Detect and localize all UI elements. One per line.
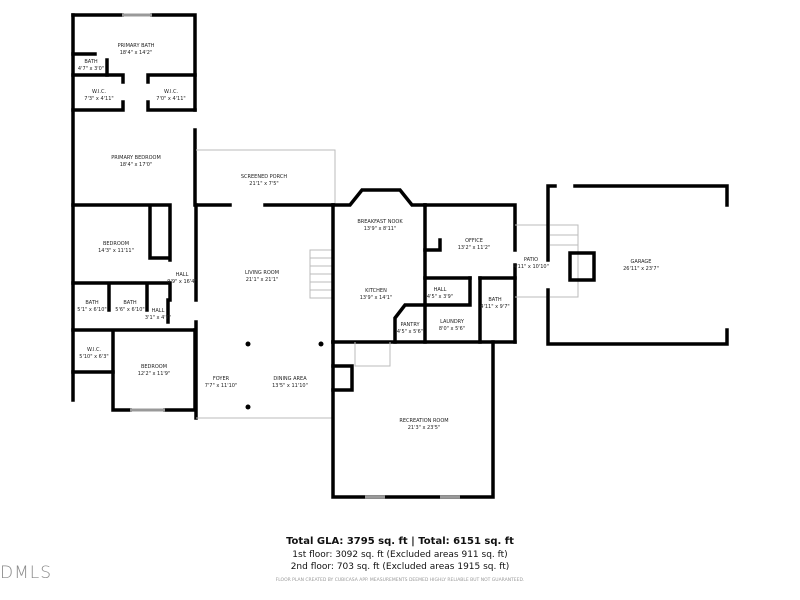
svg-text:HALL: HALL [434,287,447,293]
svg-text:13'5" x 11'10": 13'5" x 11'10" [272,383,308,389]
svg-text:BEDROOM: BEDROOM [141,364,167,370]
svg-text:7'3" x 4'11": 7'3" x 4'11" [84,96,113,102]
svg-text:12'2" x 11'9": 12'2" x 11'9" [138,371,171,377]
svg-text:PATIO: PATIO [524,257,538,263]
svg-text:BATH: BATH [488,297,502,303]
svg-text:3'1" x 4'7": 3'1" x 4'7" [145,315,171,321]
svg-text:4'5" x 3'9": 4'5" x 3'9" [427,294,453,300]
svg-text:7'0" x 4'11": 7'0" x 4'11" [156,96,185,102]
svg-text:4'11" x 9'7": 4'11" x 9'7" [480,304,509,310]
svg-text:W.I.C.: W.I.C. [164,89,179,95]
disclaimer: FLOOR PLAN CREATED BY CUBICASA APP. MEAS… [275,578,525,583]
room-wic-left: W.I.C.7'3" x 4'11" [84,89,113,102]
svg-text:PRIMARY BATH: PRIMARY BATH [118,43,155,49]
svg-text:5'1" x 6'10": 5'1" x 6'10" [77,307,106,313]
svg-text:FOYER: FOYER [213,376,230,382]
dmls-logo: DMLS [0,563,53,583]
svg-text:RECREATION ROOM: RECREATION ROOM [399,418,448,424]
svg-text:7'7" x 11'10": 7'7" x 11'10" [205,383,238,389]
room-wic-bedroom: W.I.C.5'10" x 6'3" [79,347,108,360]
room-wic-right: W.I.C.7'0" x 4'11" [156,89,185,102]
svg-text:21'1" x 7'5": 21'1" x 7'5" [249,181,278,187]
svg-text:9'9" x 16'4": 9'9" x 16'4" [167,279,196,285]
svg-text:13'2" x 11'2": 13'2" x 11'2" [458,245,491,251]
svg-text:14'3" x 11'11": 14'3" x 11'11" [98,248,134,254]
svg-text:8'0" x 5'6": 8'0" x 5'6" [439,326,465,332]
total-area: Total GLA: 3795 sq. ft | Total: 6151 sq.… [286,536,514,547]
svg-text:KITCHEN: KITCHEN [365,288,387,294]
svg-text:26'11" x 23'7": 26'11" x 23'7" [623,266,659,272]
svg-text:BEDROOM: BEDROOM [103,241,129,247]
svg-text:LAUNDRY: LAUNDRY [440,319,465,325]
svg-text:PRIMARY BEDROOM: PRIMARY BEDROOM [111,155,161,161]
svg-text:PANTRY: PANTRY [400,322,420,328]
svg-text:W.I.C.: W.I.C. [92,89,107,95]
svg-text:4'11" x 10'10": 4'11" x 10'10" [513,264,549,270]
svg-text:LIVING ROOM: LIVING ROOM [245,270,279,276]
svg-text:GARAGE: GARAGE [631,259,652,265]
svg-text:4'5" x 5'6": 4'5" x 5'6" [397,329,423,335]
svg-text:BREAKFAST NOOK: BREAKFAST NOOK [357,219,403,225]
second-floor-area: 2nd floor: 703 sq. ft (Excluded areas 19… [290,562,510,572]
first-floor-area: 1st floor: 3092 sq. ft (Excluded areas 9… [292,550,508,560]
svg-text:OFFICE: OFFICE [465,238,483,244]
svg-text:HALL: HALL [152,308,165,314]
svg-text:5'6" x 6'10": 5'6" x 6'10" [115,307,144,313]
svg-text:21'1" x 21'1": 21'1" x 21'1" [246,277,279,283]
svg-text:13'9" x 14'1": 13'9" x 14'1" [360,295,393,301]
svg-text:18'4" x 14'2": 18'4" x 14'2" [120,50,153,56]
svg-text:BATH: BATH [84,59,98,65]
svg-text:21'3" x 23'5": 21'3" x 23'5" [408,425,441,431]
svg-text:HALL: HALL [176,272,189,278]
svg-text:W.I.C.: W.I.C. [87,347,102,353]
svg-text:18'4" x 17'0": 18'4" x 17'0" [120,162,153,168]
walls [71,13,729,499]
svg-text:5'10" x 6'3": 5'10" x 6'3" [79,354,108,360]
svg-text:13'9" x 8'11": 13'9" x 8'11" [364,226,397,232]
svg-text:BATH: BATH [85,300,99,306]
svg-text:DINING AREA: DINING AREA [273,376,307,382]
svg-text:4'7" x 3'0": 4'7" x 3'0" [78,66,104,72]
svg-text:SCREENED PORCH: SCREENED PORCH [241,174,287,180]
svg-text:BATH: BATH [123,300,137,306]
